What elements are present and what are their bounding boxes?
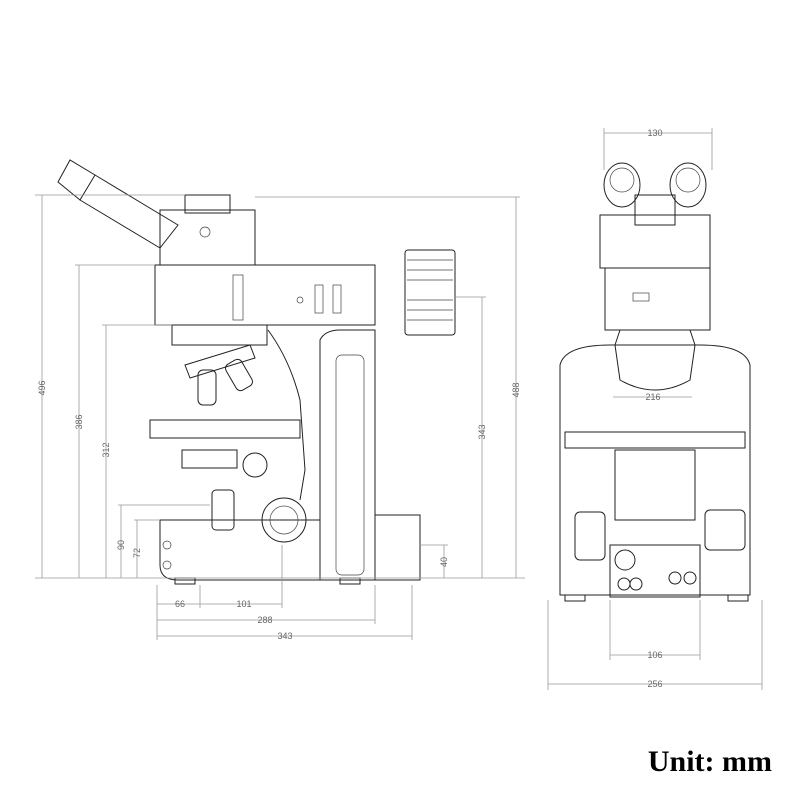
- front-button-4: [683, 571, 697, 585]
- dim-lamp-height: 343: [477, 424, 487, 439]
- side-pillar: [319, 329, 376, 581]
- dim-total-width: 256: [647, 679, 662, 689]
- side-base: [159, 519, 321, 581]
- front-dimension-labels: 130 216 106 256: [645, 128, 662, 689]
- side-nosepiece-mount: [171, 324, 268, 346]
- side-trinocular-knob: [199, 226, 211, 238]
- side-trinocular: [159, 209, 256, 266]
- unit-label: Unit: mm: [647, 745, 772, 778]
- side-lamp-housing: [404, 249, 456, 336]
- side-foot-front: [174, 577, 196, 585]
- front-focus-knob-right: [704, 509, 746, 551]
- front-binocular: [599, 214, 711, 269]
- side-head-slider-2: [332, 284, 342, 314]
- dim-head-width: 130: [647, 128, 662, 138]
- front-dimension-lines: [547, 128, 763, 690]
- front-foot-left: [564, 594, 586, 602]
- front-button-2: [629, 577, 643, 591]
- front-view: [559, 162, 751, 602]
- side-rear-box: [374, 514, 421, 581]
- front-trinocular-port: [634, 194, 676, 226]
- side-eyepiece: [57, 159, 96, 201]
- side-head-slot: [232, 274, 244, 321]
- front-stage: [564, 431, 746, 449]
- side-power-indicator: [162, 540, 172, 550]
- side-foot-rear: [339, 577, 361, 585]
- dim-eyepiece-height: 488: [511, 382, 521, 397]
- side-camera-port: [184, 194, 231, 214]
- front-head-label: [632, 292, 650, 302]
- side-lamp-fins: [407, 259, 453, 321]
- side-nosepiece: [184, 344, 256, 379]
- dim-base-inner-width: 106: [647, 650, 662, 660]
- side-objective-1: [197, 369, 217, 406]
- side-dimension-lines: [35, 194, 525, 640]
- side-objective-2: [225, 358, 253, 392]
- side-stage-knob: [242, 452, 268, 478]
- side-dimension-labels: 496 386 312 90 72 40 343 488 66 101 288 …: [37, 380, 521, 641]
- dim-front-offset: 66: [175, 599, 185, 609]
- front-foot-right: [727, 594, 749, 602]
- front-eyepiece-right: [669, 162, 707, 208]
- front-body: [559, 344, 751, 596]
- dim-base-height-front: 90: [116, 540, 126, 550]
- dim-stage-width: 216: [645, 392, 660, 402]
- side-head-slider-1: [314, 284, 324, 314]
- dim-total-height: 496: [37, 380, 47, 395]
- front-head: [604, 267, 711, 331]
- front-eyepiece-left-lens: [609, 167, 635, 193]
- front-stage-mechanism: [614, 449, 696, 521]
- front-focus-knob-left: [574, 511, 606, 561]
- side-eyepiece-tube: [79, 174, 179, 249]
- side-stage: [149, 419, 301, 439]
- dim-arm-height: 312: [101, 442, 111, 457]
- side-power-switch: [162, 560, 172, 570]
- front-eyepiece-left: [603, 162, 641, 208]
- side-pillar-panel: [335, 354, 365, 576]
- side-arm: [267, 329, 306, 501]
- front-eyepiece-right-lens: [675, 167, 701, 193]
- dim-rear-box-height: 40: [439, 557, 449, 567]
- dim-total-depth: 343: [277, 631, 292, 641]
- front-control-panel: [609, 544, 701, 598]
- front-button-1: [617, 577, 631, 591]
- side-focus-knob: [261, 497, 307, 543]
- front-button-3: [668, 571, 682, 585]
- front-dial: [614, 549, 636, 571]
- side-condenser: [181, 449, 238, 469]
- side-head-screw: [296, 296, 304, 304]
- front-nosepiece: [614, 329, 696, 391]
- dim-base-height: 72: [132, 548, 142, 558]
- side-view: [57, 159, 456, 585]
- side-field-diaphragm: [211, 489, 235, 531]
- side-focus-knob-inner: [269, 505, 299, 535]
- side-head: [154, 264, 376, 326]
- dim-knob-offset: 101: [236, 599, 251, 609]
- dim-head-height: 386: [74, 414, 84, 429]
- dim-body-depth: 288: [257, 615, 272, 625]
